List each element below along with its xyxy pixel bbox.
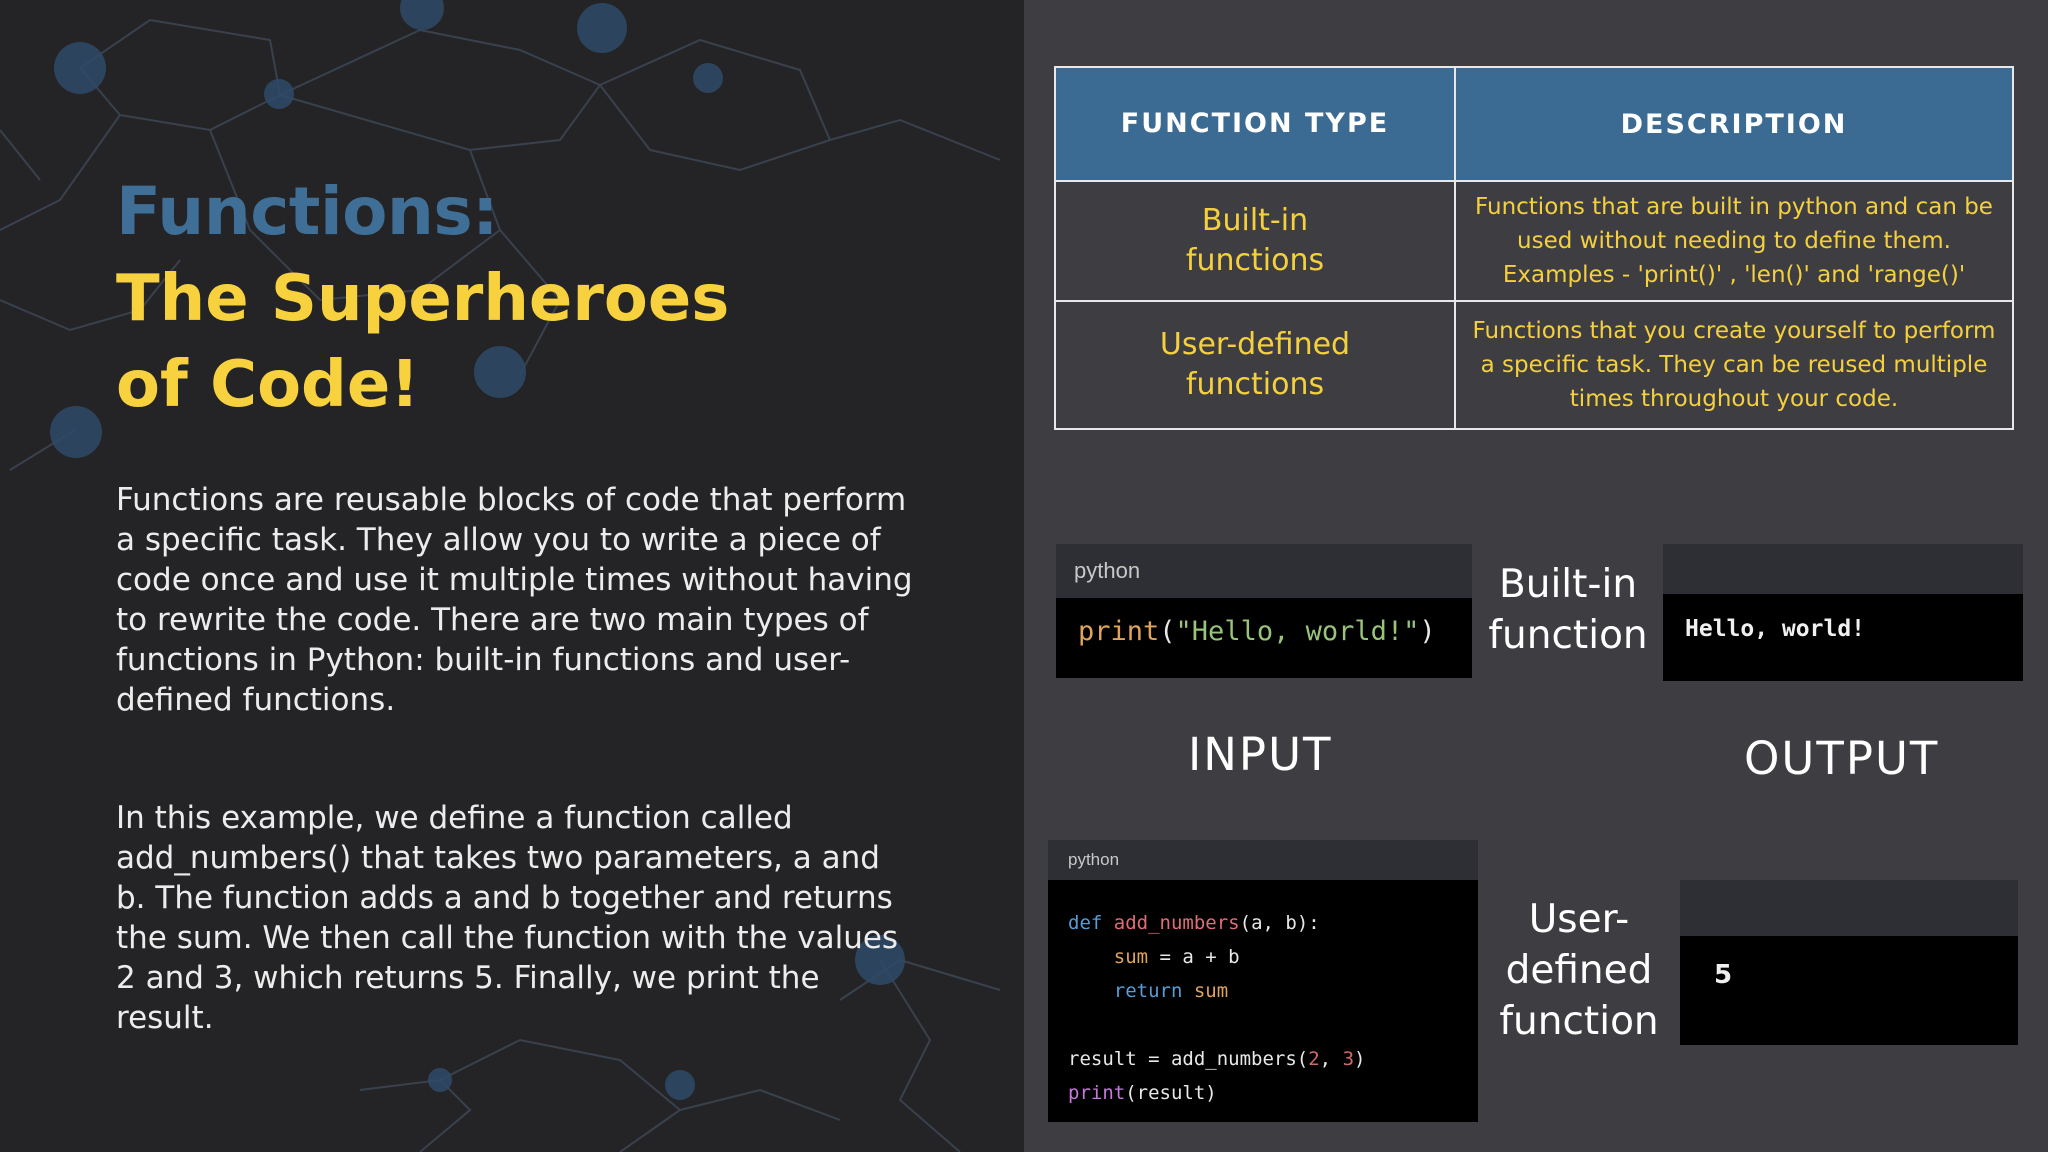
code-line: print("Hello, world!") [1078,616,1436,647]
output-header-bar [1663,544,2023,594]
user-defined-input-codeblock: python def add_numbers(a, b): sum = a + … [1048,840,1478,1122]
left-panel: Functions: The Superheroes of Code! Func… [0,0,1024,1152]
user-defined-function-label: User-defined function [1499,897,1659,1044]
builtin-input-codeblock: python print("Hello, world!") [1056,544,1472,678]
output-text: 5 [1714,960,1733,990]
builtin-function-label: Built-in function [1488,562,1648,658]
input-label: INPUT [1188,728,1333,781]
type-user-defined: User-defined functions [1159,327,1351,402]
builtin-output-box: Hello, world! [1663,544,2023,681]
type-builtin: Built-in functions [1185,203,1325,278]
header-function-type: FUNCTION TYPE [1054,66,1456,182]
function-types-table: FUNCTION TYPE DESCRIPTION Built-in funct… [1054,66,2014,430]
intro-paragraph: Functions are reusable blocks of code th… [116,482,913,718]
table-row: Built-in functions Functions that are bu… [1054,180,2014,302]
code-lang-label: python [1048,840,1478,880]
output-text: Hello, world! [1685,616,1866,642]
slide-title: Functions: The Superheroes of Code! [116,168,729,428]
type-cell: User-defined functions [1054,300,1456,430]
title-line-functions: Functions: [116,173,499,250]
user-defined-output-box: 5 [1680,880,2018,1045]
output-label: OUTPUT [1744,732,1940,785]
example-paragraph: In this example, we define a function ca… [116,800,899,1036]
table-row: User-defined functions Functions that yo… [1054,300,2014,430]
table-header-row: FUNCTION TYPE DESCRIPTION [1054,66,2014,182]
code-lang-label: python [1056,544,1472,598]
description-user-defined: Functions that you create yourself to pe… [1454,300,2014,430]
description-builtin: Functions that are built in python and c… [1454,180,2014,302]
code-body: def add_numbers(a, b): sum = a + b retur… [1068,912,1366,1104]
header-description: DESCRIPTION [1454,66,2014,182]
title-line-superheroes: The Superheroes [116,262,730,336]
title-line-of-code: of Code! [116,348,420,422]
network-background-graphic [0,0,1001,1152]
output-header-bar [1680,880,2018,936]
type-cell: Built-in functions [1054,180,1456,302]
